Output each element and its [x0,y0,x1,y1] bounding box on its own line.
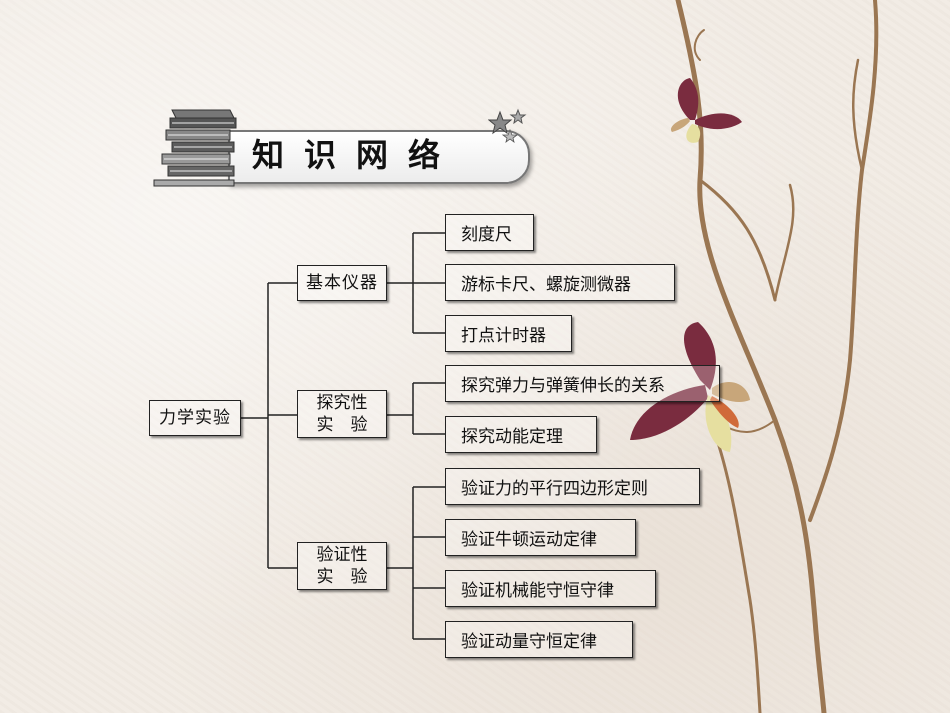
category-node-exploratory: 探究性 实 验 [297,390,387,438]
leaf-label: 刻度尺 [461,225,512,245]
leaf-label: 探究动能定理 [461,427,563,447]
leaf-label: 验证机械能守恒守律 [461,581,614,601]
category-label-line2: 实 验 [316,567,368,587]
leaf-label: 验证牛顿运动定律 [461,530,597,550]
leaf-label: 探究弹力与弹簧伸长的关系 [461,376,665,396]
root-node: 力学实验 [149,400,241,436]
page-title: 知识网络 [252,136,461,174]
star-icon [488,108,527,143]
leaf-label: 验证动量守恒定律 [461,632,597,652]
leaf-node: 验证力的平行四边形定则 [445,468,700,505]
root-label: 力学实验 [159,408,231,428]
branch-art [630,0,879,713]
leaf-node: 探究弹力与弹簧伸长的关系 [445,365,720,402]
leaf-node: 探究动能定理 [445,416,597,453]
leaf-node: 验证动量守恒定律 [445,621,633,658]
leaf-node: 验证机械能守恒守律 [445,570,656,607]
category-label-line2: 实 验 [316,415,368,435]
category-label: 基本仪器 [306,273,378,293]
leaf-node: 游标卡尺、螺旋测微器 [445,264,675,301]
category-label-line1: 探究性 [316,393,368,413]
leaf-label: 验证力的平行四边形定则 [461,479,648,499]
leaf-label: 游标卡尺、螺旋测微器 [461,275,631,295]
leaf-node: 验证牛顿运动定律 [445,519,636,556]
category-node-basic-instruments: 基本仪器 [297,265,387,301]
title-banner [228,130,530,184]
leaf-node: 打点计时器 [445,315,572,352]
category-label-line1: 验证性 [316,545,368,565]
butterfly-icon [630,322,750,452]
leaf-node: 刻度尺 [445,214,534,251]
category-node-verification: 验证性 实 验 [297,542,387,590]
leaf-label: 打点计时器 [461,326,546,346]
butterfly-icon [670,78,742,143]
books-icon [153,109,237,187]
